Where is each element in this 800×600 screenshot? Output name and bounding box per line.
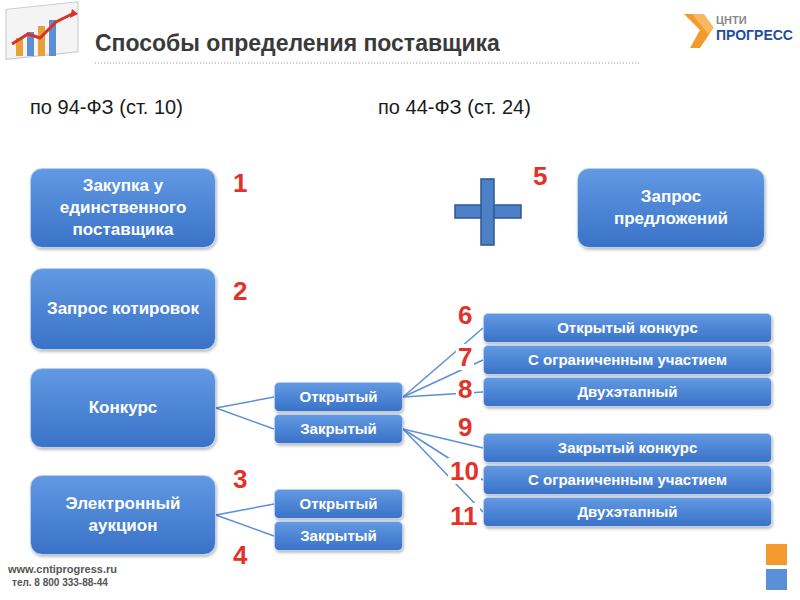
- logo-text: ЦНТИ: [716, 14, 747, 27]
- connector-line: [216, 397, 274, 408]
- option-box: С ограниченным участием: [483, 345, 772, 375]
- option-box: Открытый: [274, 489, 403, 519]
- callout-number: 4: [231, 542, 249, 568]
- box-label: Закрытый: [300, 526, 377, 546]
- box-label: Двухэтапный: [577, 502, 677, 522]
- box-label: Электронный аукцион: [39, 493, 207, 537]
- callout-number: 3: [231, 466, 249, 492]
- callout-number: 7: [456, 344, 474, 370]
- main-box: Закупка у единственного поставщика: [30, 168, 216, 248]
- option-box: Двухэтапный: [483, 497, 772, 527]
- footer-text: тел. 8 800 333-88-44: [12, 577, 108, 589]
- option-box: Закрытый конкурс: [483, 433, 772, 463]
- main-box: Электронный аукцион: [30, 475, 216, 555]
- option-box: Открытый конкурс: [483, 313, 772, 343]
- box-label: Закрытый конкурс: [558, 438, 697, 458]
- box-label: Запрос предложений: [586, 186, 756, 230]
- callout-number: 8: [456, 376, 474, 402]
- box-label: Открытый: [300, 494, 378, 514]
- column-header: по 44-ФЗ (ст. 24): [378, 96, 553, 119]
- callout-number: 1: [231, 170, 249, 196]
- corner-square: [766, 544, 787, 565]
- corner-square: [766, 569, 787, 590]
- callout-number: 5: [531, 163, 549, 189]
- main-box: Запрос котировок: [30, 268, 216, 350]
- logo-mark: [684, 14, 714, 48]
- slide-title: Способы определения поставщика: [95, 30, 500, 57]
- box-label: Открытый: [300, 387, 378, 407]
- box-label: Открытый конкурс: [557, 318, 698, 338]
- chart-icon: [6, 2, 78, 60]
- callout-number: 2: [231, 278, 249, 304]
- callout-number: 11: [448, 503, 480, 529]
- connector-line: [216, 504, 274, 515]
- plus-sign: [455, 179, 521, 245]
- box-label: Закупка у единственного поставщика: [39, 175, 207, 241]
- box-label: Закрытый: [300, 419, 377, 439]
- title-rule: [95, 63, 640, 64]
- column-header: по 94-ФЗ (ст. 10): [30, 96, 205, 119]
- footer-text: www.cntiprogress.ru: [8, 563, 117, 576]
- main-box: Запрос предложений: [577, 168, 765, 248]
- box-label: Двухэтапный: [577, 382, 677, 402]
- box-label: С ограниченным участием: [528, 350, 727, 370]
- option-box: Закрытый: [274, 521, 403, 551]
- logo-text: ПРОГРЕСС: [716, 27, 793, 43]
- option-box: С ограниченным участием: [483, 465, 772, 495]
- box-label: Конкурс: [89, 397, 158, 419]
- box-label: Запрос котировок: [47, 298, 199, 320]
- option-box: Двухэтапный: [483, 377, 772, 407]
- option-box: Закрытый: [274, 414, 403, 444]
- callout-number: 9: [456, 414, 474, 440]
- callout-number: 10: [448, 458, 481, 484]
- connector-line: [216, 515, 274, 536]
- box-label: С ограниченным участием: [528, 470, 727, 490]
- connector-line: [403, 429, 483, 512]
- option-box: Открытый: [274, 382, 403, 412]
- callout-number: 6: [456, 302, 474, 328]
- main-box: Конкурс: [30, 368, 216, 448]
- connector-line: [216, 408, 274, 429]
